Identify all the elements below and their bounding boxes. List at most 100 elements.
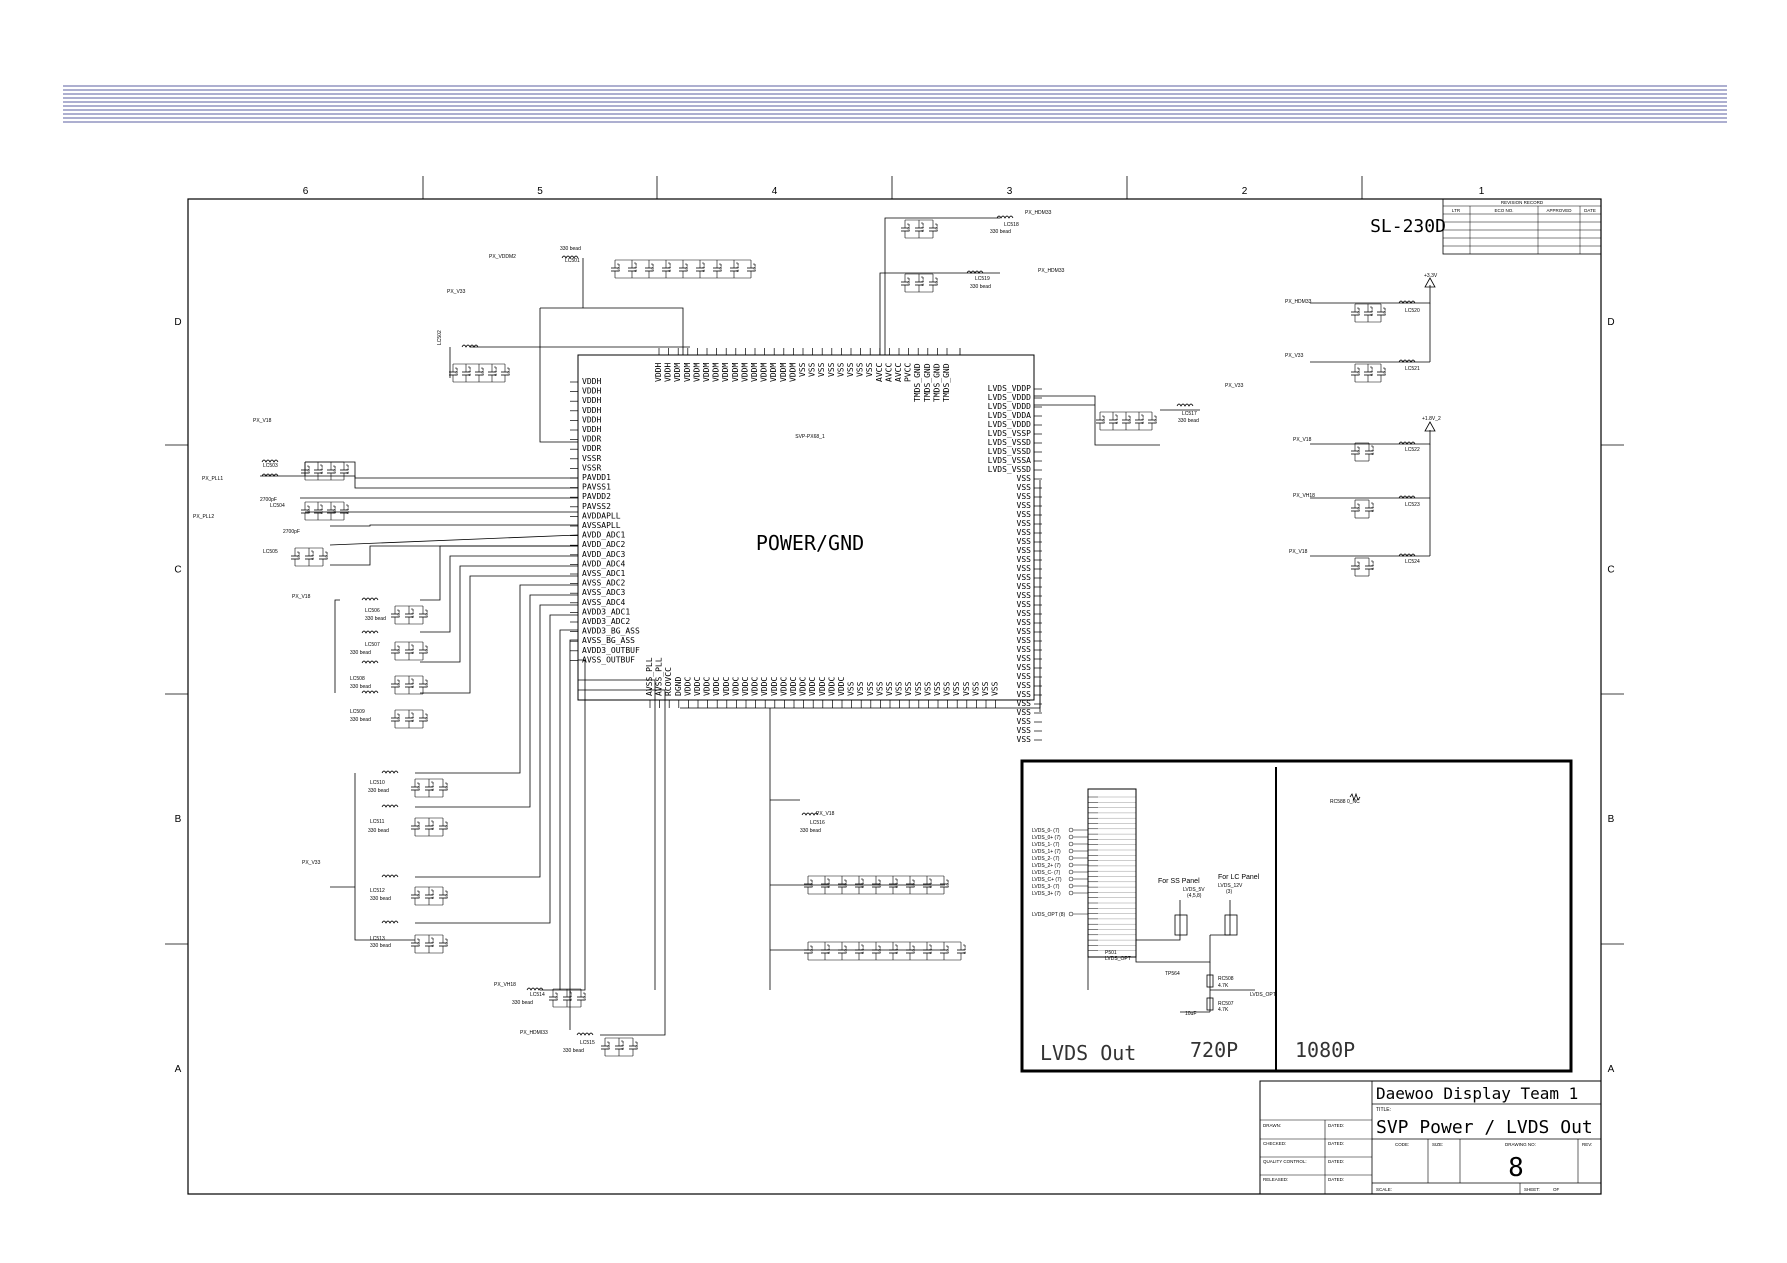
dated-label-2: DATED:: [1328, 1141, 1344, 1146]
chip-pin-label: VDDM: [712, 363, 721, 382]
rev-label: REV:: [1582, 1142, 1592, 1147]
chip-pin-label: VSS: [798, 362, 807, 377]
chip-pin-label: LVDS_VSSD: [988, 465, 1032, 474]
chip-pin-label: VDDC: [712, 677, 721, 696]
chip-pin-label: VSS: [875, 681, 884, 696]
chip-pin-label: VSS: [866, 681, 875, 696]
ferrite-bead: [526, 987, 544, 991]
svg-text:0.1uF: 0.1uF: [860, 943, 865, 954]
lc505-ref: LC505: [263, 549, 278, 555]
svg-text:10uF: 10uF: [906, 222, 911, 232]
lc509-value: 330 bead: [350, 717, 371, 723]
lvds-lc-panel-label: For LC Panel: [1218, 874, 1260, 881]
svg-text:0.1uF: 0.1uF: [1369, 305, 1374, 316]
chip-pin-label: VDDH: [582, 396, 601, 405]
chip-pin-label: VDDC: [722, 677, 731, 696]
net-px-hdmi33: PX_HDMI33: [520, 1030, 548, 1036]
chip-pin-label: VSS: [1017, 501, 1032, 510]
svg-text:0.1uF: 0.1uF: [410, 711, 415, 722]
chip-pin-label: AVSS_ADC1: [582, 569, 626, 578]
row-label-right: C: [1607, 565, 1614, 576]
svg-text:10uF: 10uF: [752, 262, 757, 272]
chip-pin-label: TMDS_GND: [923, 363, 932, 402]
chip-pin-label: VDDM: [673, 363, 682, 382]
lvds-tp564: TP564: [1165, 971, 1180, 977]
ferrite-bead: [1398, 441, 1416, 445]
chip-pin-label: LVDS_VDDP: [988, 384, 1032, 393]
net-px-v18-d: PX_V18: [1293, 437, 1312, 443]
released-label: RELEASED:: [1263, 1177, 1288, 1182]
svg-text:0.1uF: 0.1uF: [430, 819, 435, 830]
ferrite-bead: [801, 812, 819, 816]
svg-text:0.1uF: 0.1uF: [1370, 444, 1375, 455]
chip-pin-label: LVDS_VDDD: [988, 402, 1032, 411]
lc507-ref: LC507: [365, 642, 380, 648]
svg-text:10uF: 10uF: [396, 712, 401, 722]
chip-pin-label: VDDC: [827, 677, 836, 696]
chip-pin-label: VSS: [1017, 510, 1032, 519]
chip-pin-label: VDDM: [750, 363, 759, 382]
chip-pin-label: AVSS_PLL: [655, 657, 664, 696]
net-px-vddm2: PX_VDDM2: [489, 254, 516, 260]
chip-ref: SVP-PX68_1: [795, 434, 825, 440]
chip-pin-label: RCOVCC: [664, 667, 673, 696]
svg-text:0.1uF: 0.1uF: [410, 643, 415, 654]
svg-text:10uF: 10uF: [444, 781, 449, 791]
lc516-ref: LC516: [810, 820, 825, 826]
chip-pin-label: VSS: [1017, 537, 1032, 546]
svg-text:10uF: 10uF: [1382, 366, 1387, 376]
chip-pin-label: VSSR: [582, 463, 601, 472]
lvds-signal-label: LVDS_3+ (7): [1032, 891, 1061, 897]
svg-text:10uF: 10uF: [396, 608, 401, 618]
chip-pin-label: LVDS_VSSA: [988, 456, 1032, 465]
svg-text:10uF: 10uF: [1382, 306, 1387, 316]
chip-pin-label: VSS: [1017, 663, 1032, 672]
lvds-rc507: RC507: [1218, 1001, 1234, 1007]
title-block: Daewoo Display Team 1 TITLE: SVP Power /…: [1259, 1080, 1602, 1195]
chip-pin-label: VDDM: [779, 363, 788, 382]
svg-text:10uF: 10uF: [444, 937, 449, 947]
svg-text:0.1uF: 0.1uF: [345, 463, 350, 474]
chip-pin-label: VSS: [1017, 492, 1032, 501]
lvds-lc-net: LVDS_12V: [1218, 883, 1243, 889]
net-px-hdm33-c: PX_HDM33: [1285, 299, 1312, 305]
lc520-ref: LC520: [1405, 308, 1420, 314]
ferrite-bead: [461, 344, 479, 348]
net-px-vh18: PX_VH18: [494, 982, 516, 988]
chip-pin-label: DGND: [674, 677, 683, 696]
ferrite-bead: [381, 770, 399, 774]
drawing-number: 8: [1508, 1153, 1524, 1183]
chip-pin-label: VSSR: [582, 454, 601, 463]
chip-pin-label: VDDC: [799, 677, 808, 696]
chip-pin-label: VDDM: [731, 363, 740, 382]
svg-text:10uF: 10uF: [1153, 414, 1158, 424]
svg-text:10uF: 10uF: [945, 878, 950, 888]
chip-pin-label: LVDS_VDDA: [988, 411, 1032, 420]
chip-right-pins: LVDS_VDDPLVDS_VDDDLVDS_VDDDLVDS_VDDALVDS…: [988, 384, 1042, 744]
sheet-label: SHEET:: [1524, 1187, 1540, 1192]
chip-pin-label: VDDM: [740, 363, 749, 382]
net-labels: PX_VDDM2 PX_V33 PX_V18 PX_PLL1 PX_PLL2 P…: [193, 210, 1441, 1036]
column-label: 4: [772, 186, 778, 197]
chip-pin-label: VSS: [991, 681, 1000, 696]
svg-text:0.1uF: 0.1uF: [1140, 413, 1145, 424]
chip-pin-label: VDDH: [582, 387, 601, 396]
lvds-1080p-label: 1080P: [1295, 1038, 1355, 1062]
svg-text:0.1uF: 0.1uF: [493, 365, 498, 376]
lvds-connector: [1087, 788, 1137, 958]
chip-pin-label: AVDDAPLL: [582, 511, 621, 520]
power-arrow-33v: [1424, 277, 1436, 288]
lvds-720p-label: 720P: [1190, 1038, 1238, 1062]
net-px-v18-e: PX_V18: [1289, 549, 1308, 555]
chip-pin-label: VSS: [865, 362, 874, 377]
lc503-ref: LC503: [263, 463, 278, 469]
chip-pin-label: AVDD_ADC3: [582, 550, 626, 559]
svg-text:0.1uF: 0.1uF: [430, 936, 435, 947]
revision-header-eco: ECO NO.: [1494, 208, 1513, 213]
svg-text:10uF: 10uF: [616, 262, 621, 272]
ferrite-bead: [1176, 403, 1194, 407]
chip-pin-label: VSS: [1017, 672, 1032, 681]
chip-pin-label: AVSS_PLL: [645, 657, 654, 696]
